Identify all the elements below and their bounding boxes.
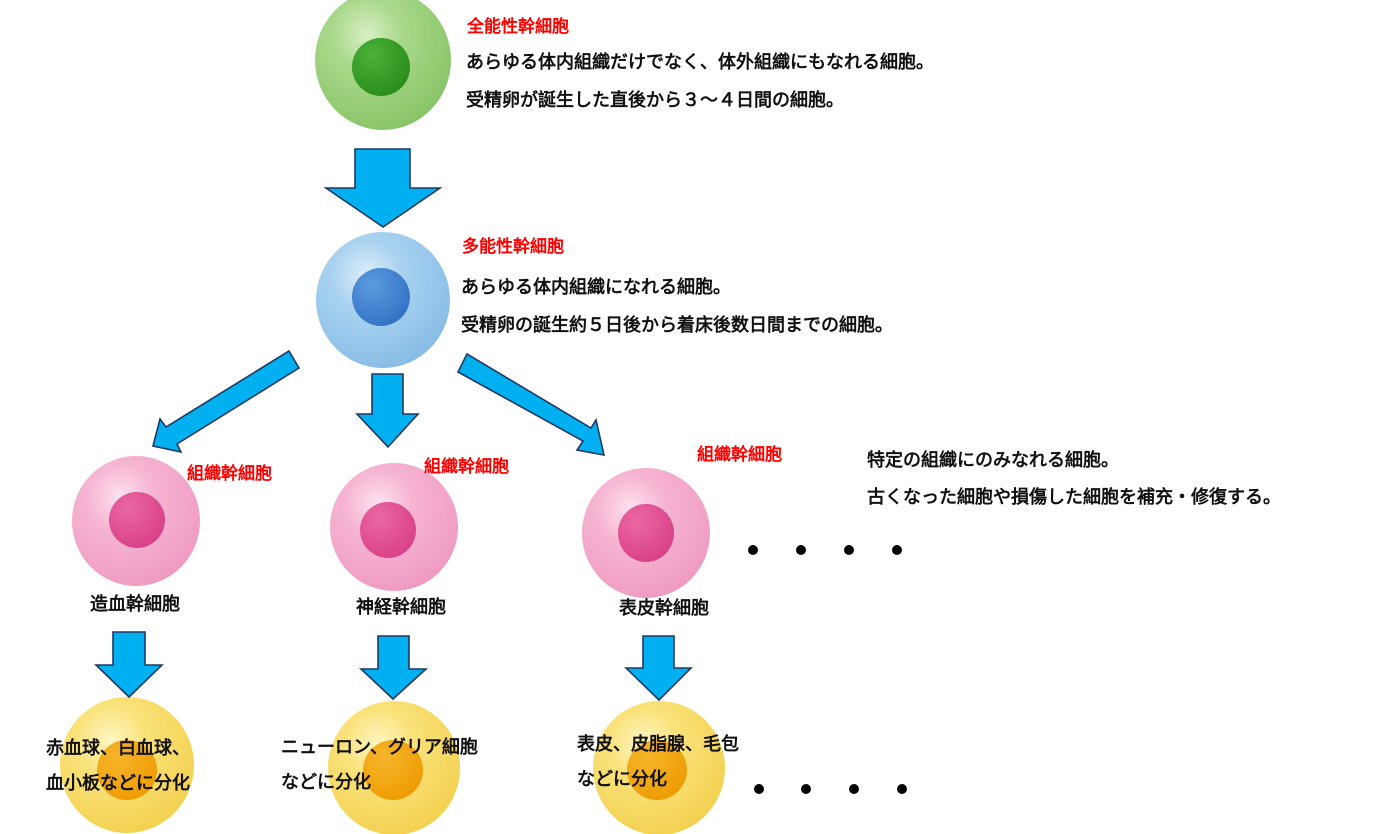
- arrow-down-to-blood: [94, 631, 164, 699]
- epidermis-cell: [593, 701, 725, 834]
- epidermis-diff-line2: などに分化: [577, 769, 667, 790]
- neural-label: 神経幹細胞: [356, 597, 446, 618]
- epidermal-nucleus: [618, 504, 674, 562]
- epidermal-stem-cell: [582, 468, 710, 598]
- neural-stem-cell: [330, 463, 458, 591]
- totipotent-cell: [315, 0, 451, 130]
- hematopoietic-nucleus: [109, 492, 165, 548]
- totipotent-line1: あらゆる体内組織だけでなく、体外組織にもなれる細胞。: [466, 52, 934, 73]
- ellipsis-dot: [897, 784, 907, 794]
- hematopoietic-label: 造血幹細胞: [90, 594, 180, 615]
- totipotent-title: 全能性幹細胞: [467, 17, 569, 37]
- hematopoietic-stem-cell: [72, 456, 200, 586]
- tissue-stem-cell-tag: 組織幹細胞: [424, 457, 509, 477]
- totipotent-nucleus: [352, 38, 410, 96]
- blood-diff-line2: 血小板などに分化: [46, 773, 190, 794]
- neuron-cell: [328, 701, 460, 834]
- blood-nucleus: [97, 740, 157, 800]
- pluripotent-nucleus: [352, 268, 410, 326]
- arrow-down-to-epidermis: [624, 635, 693, 702]
- epidermis-nucleus: [627, 740, 687, 800]
- ellipsis-dot: [801, 784, 811, 794]
- ellipsis-dot: [844, 545, 854, 555]
- ellipsis-dot: [892, 545, 902, 555]
- neuron-diff-line2: などに分化: [281, 772, 371, 793]
- pluripotent-line2: 受精卵の誕生約５日後から着床後数日間までの細胞。: [461, 315, 893, 336]
- tissue-description-line1: 特定の組織にのみなれる細胞。: [867, 450, 1119, 471]
- ellipsis-dot: [849, 784, 859, 794]
- pluripotent-cell: [316, 232, 450, 368]
- tissue-stem-cell-tag: 組織幹細胞: [187, 464, 272, 484]
- neuron-diff-line1: ニューロン、グリア細胞: [281, 737, 478, 758]
- arrow-down-to-neural: [355, 373, 420, 449]
- pluripotent-line1: あらゆる体内組織になれる細胞。: [461, 277, 731, 298]
- blood-cell: [60, 697, 194, 833]
- ellipsis-dot: [796, 545, 806, 555]
- totipotent-line2: 受精卵が誕生した直後から３～４日間の細胞。: [466, 90, 844, 111]
- arrow-down-to-neuron: [358, 635, 429, 701]
- arrow-diagonal-to-hematopoietic: [152, 349, 301, 454]
- pluripotent-title: 多能性幹細胞: [462, 237, 564, 257]
- epidermal-label: 表皮幹細胞: [619, 598, 709, 619]
- epidermis-diff-line1: 表皮、皮脂腺、毛包: [577, 734, 739, 755]
- ellipsis-dot: [748, 545, 758, 555]
- ellipsis-lower: [754, 784, 907, 794]
- arrow-down-totipotent-to-pluripotent: [323, 148, 443, 228]
- arrow-diagonal-to-epidermal: [456, 352, 606, 457]
- neural-nucleus: [360, 502, 416, 558]
- ellipsis-dot: [754, 784, 764, 794]
- blood-diff-line1: 赤血球、白血球、: [46, 738, 190, 759]
- ellipsis-upper: [748, 545, 902, 555]
- neuron-nucleus: [363, 740, 423, 800]
- tissue-stem-cell-tag: 組織幹細胞: [697, 445, 782, 465]
- tissue-description-line2: 古くなった細胞や損傷した細胞を補充・修復する。: [867, 487, 1281, 508]
